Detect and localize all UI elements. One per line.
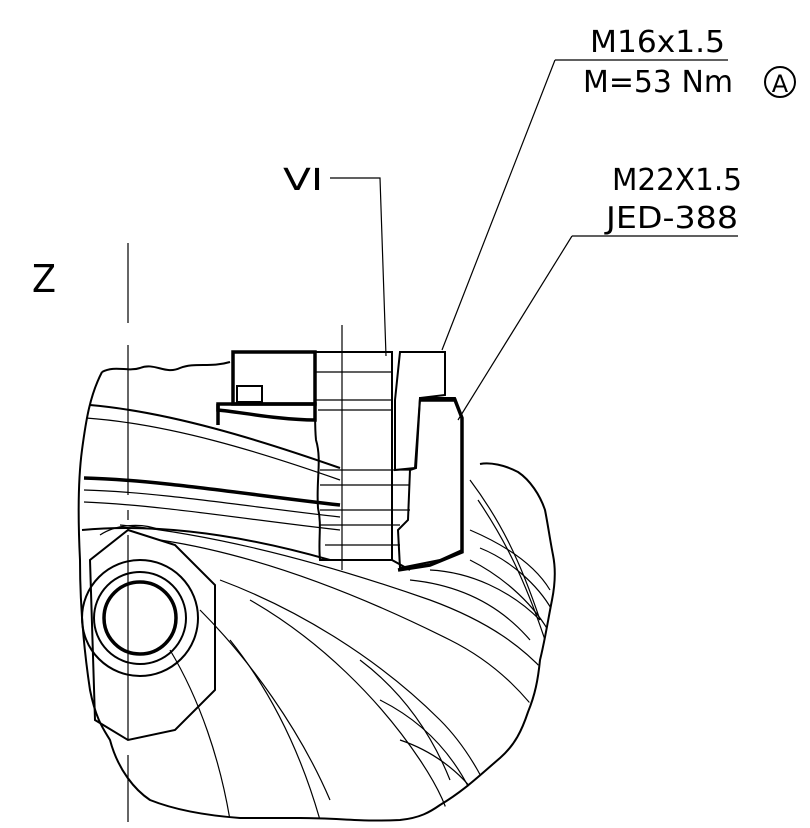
housing-outline [77,361,556,822]
callout-view-vi: VI [283,163,323,198]
hex-plug [81,524,216,742]
flange-plate [216,350,317,425]
callout-thread-m22: M22X1.5 [612,163,742,198]
svg-text:A: A [772,70,789,98]
circled-a-marker: A [764,66,796,98]
housing-internal-features [81,404,555,818]
callout-thread-m16: M16x1.5 [590,25,725,60]
fitting-body-vi [314,351,411,571]
hatched-nut-section [394,351,464,572]
callout-standard-jed: JED-388 [604,201,738,236]
callout-torque: M=53 Nm [583,65,733,100]
leader-lines [330,59,738,421]
axis-label-z: Z [32,257,56,301]
